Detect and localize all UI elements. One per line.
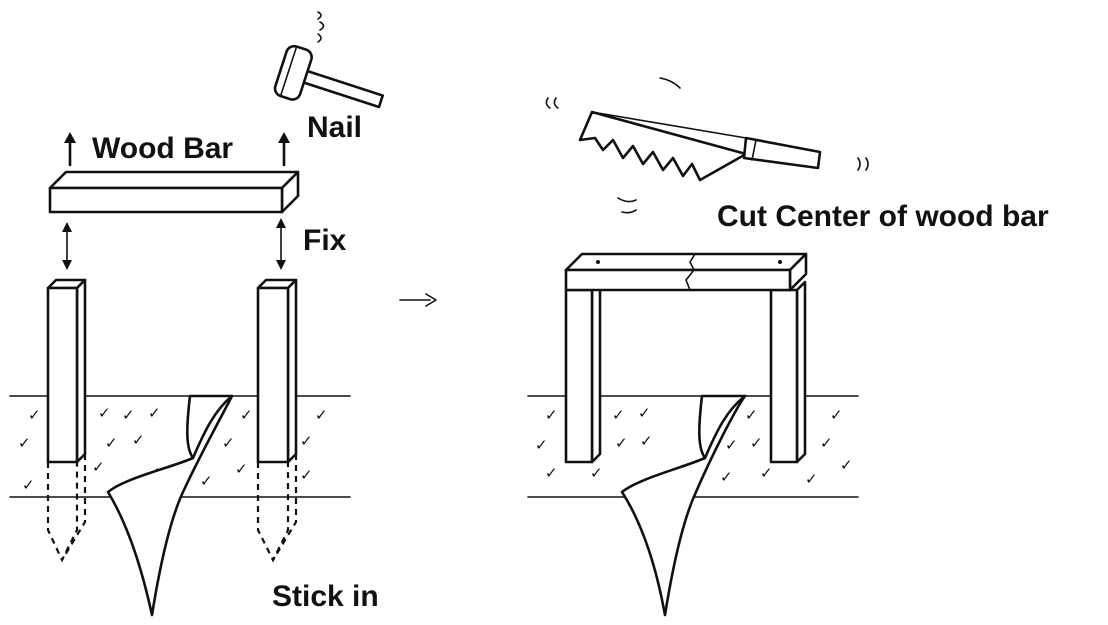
ground-wedge-left <box>106 394 234 617</box>
svg-text:✓: ✓ <box>122 406 135 424</box>
saw-motion-marks <box>545 77 869 214</box>
svg-text:✓: ✓ <box>590 464 603 482</box>
fix-label: Fix <box>303 224 347 257</box>
cut-line <box>685 253 696 291</box>
svg-text:✓: ✓ <box>840 456 853 474</box>
svg-text:✓: ✓ <box>28 406 41 424</box>
svg-text:✓: ✓ <box>545 464 558 482</box>
svg-text:✓: ✓ <box>300 466 313 484</box>
svg-text:✓: ✓ <box>830 406 843 424</box>
svg-text:✓: ✓ <box>725 436 738 454</box>
svg-text:✓: ✓ <box>132 431 145 449</box>
frame-top-bar <box>564 252 808 292</box>
nail-label: Nail <box>307 111 363 144</box>
stick-in-label: Stick in <box>272 580 379 613</box>
wood-bar <box>48 170 300 214</box>
ground-wedge-crack-left <box>191 394 234 460</box>
svg-text:✓: ✓ <box>235 460 248 478</box>
svg-text:✓: ✓ <box>300 432 313 450</box>
svg-text:✓: ✓ <box>18 434 31 452</box>
ground-wedge-crack-right <box>703 394 747 460</box>
left-scene: ✓ ✓ ✓ ✓ ✓ ✓ ✓ ✓ ✓ ✓ ✓ ✓ ✓ ✓ ✓ ✓ ✓ <box>9 11 384 617</box>
svg-text:✓: ✓ <box>148 404 161 422</box>
svg-text:✓: ✓ <box>92 458 105 476</box>
fix-arrows <box>62 218 286 270</box>
lift-arrows <box>64 132 290 167</box>
cut-center-label: Cut Center of wood bar <box>717 200 1049 233</box>
svg-text:✓: ✓ <box>615 434 628 452</box>
svg-text:✓: ✓ <box>545 406 558 424</box>
hammer-motion-marks <box>317 11 325 43</box>
frame-right-post <box>769 280 807 464</box>
svg-text:✓: ✓ <box>612 406 625 424</box>
grass-marks-right: ✓ ✓ ✓ ✓ ✓ ✓ ✓ ✓ ✓ ✓ ✓ ✓ ✓ ✓ ✓ ✓ ✓ <box>535 404 853 488</box>
svg-text:✓: ✓ <box>760 464 773 482</box>
right-scene: ✓ ✓ ✓ ✓ ✓ ✓ ✓ ✓ ✓ ✓ ✓ ✓ ✓ ✓ ✓ ✓ ✓ <box>527 77 869 617</box>
svg-text:✓: ✓ <box>315 406 328 424</box>
svg-text:✓: ✓ <box>720 468 733 486</box>
grass-marks-left: ✓ ✓ ✓ ✓ ✓ ✓ ✓ ✓ ✓ ✓ ✓ ✓ ✓ ✓ ✓ ✓ ✓ <box>18 404 328 494</box>
hammer-icon <box>273 44 384 109</box>
right-post <box>256 278 298 563</box>
ground-wedge-right <box>620 394 747 617</box>
left-post <box>46 278 87 563</box>
arrow-right-icon <box>399 293 437 307</box>
frame-left-post <box>564 280 602 464</box>
svg-text:✓: ✓ <box>745 406 758 424</box>
svg-text:✓: ✓ <box>750 434 763 452</box>
saw-icon <box>578 110 822 182</box>
svg-text:✓: ✓ <box>105 434 118 452</box>
svg-text:✓: ✓ <box>640 432 653 450</box>
svg-text:✓: ✓ <box>535 436 548 454</box>
svg-text:✓: ✓ <box>22 476 35 494</box>
svg-text:✓: ✓ <box>638 404 651 422</box>
wood-bar-label: Wood Bar <box>92 132 234 165</box>
svg-text:✓: ✓ <box>222 434 235 452</box>
svg-text:✓: ✓ <box>820 434 833 452</box>
svg-text:✓: ✓ <box>200 472 213 490</box>
svg-text:✓: ✓ <box>240 406 253 424</box>
svg-text:✓: ✓ <box>805 470 818 488</box>
svg-text:✓: ✓ <box>98 404 111 422</box>
